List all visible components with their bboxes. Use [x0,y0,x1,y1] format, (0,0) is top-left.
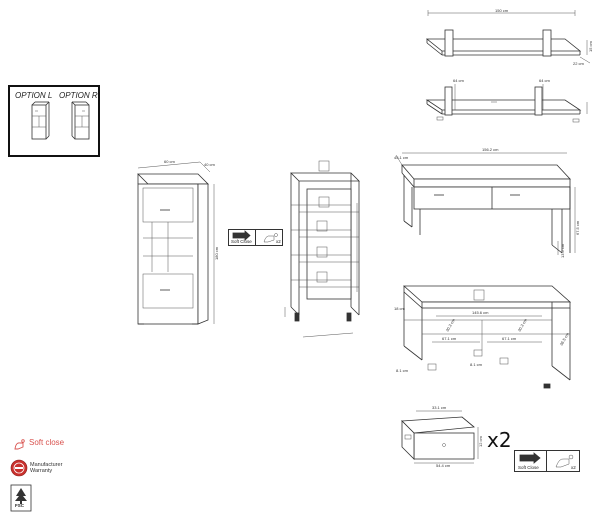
drawer-drawing: 33.1 cm 54.4 cm 12 cm [401,405,483,468]
soft-close-badge-count: x2 [276,239,281,244]
tv-leg-small-label-2: 8.1 cm [470,362,483,367]
soft-close-badge-cell: Soft Close [229,230,256,245]
shelf-width-label: 150 cm [495,8,509,13]
hand-push-icon [263,233,278,243]
soft-close-badge-label: Soft Close [231,239,252,244]
tall-cabinet-drawing: 60 cm 40 cm 180 cm [137,159,219,325]
soft-close-badge-label-bottom: Soft Close [518,465,539,470]
drawer-height-label: 12 cm [478,435,483,447]
tv-inner-side-label: 36.5 cm [559,331,571,346]
soft-close-logo: Soft close [12,438,92,452]
fsc-text: FSC [15,503,24,508]
tv-leg-label: 13.5 cm [560,243,565,258]
shelf-height-label: 15 cm [588,40,593,52]
tv-leg-small-label: 8.1 cm [396,368,409,373]
tv-unit-inner-drawing: 145.6 cm 67.1 cm 67.1 cm 30.3 cm 30.3 cm… [394,285,572,389]
tv-inner-h1-label: 30.3 cm [445,317,457,332]
tv-inner-a-label: 67.1 cm [442,336,457,341]
shelf-side-b-label: 64 cm [539,78,551,83]
warranty-line-1: Manufacturer [30,462,63,468]
soft-close-logo-text: Soft close [29,438,65,447]
cabinet-width-label: 60 cm [164,159,176,164]
shelf-depth-label: 22 cm [573,61,585,66]
wall-shelf-bottom-drawing: 64 cm 64 cm [425,78,588,123]
tv-unit-drawing: 156.2 cm 45.1 cm 67.5 cm 13.5 cm [394,147,580,258]
warranty-line-2: Warranty [30,468,53,474]
open-cabinet-drawing [284,160,360,338]
fsc-logo: FSC [10,484,32,512]
cabinet-depth-label: 40 cm [204,162,216,167]
warranty-seal-icon [10,459,28,477]
multiplier-label: x2 [487,428,512,452]
tv-width-label: 156.2 cm [482,147,499,152]
soft-close-badge-bottom: Soft Close x2 [514,450,580,472]
soft-close-hand-icon [14,439,25,450]
warranty-logo: Manufacturer Warranty [10,459,90,483]
tv-height-label: 67.5 cm [575,220,580,235]
shelf-side-a-label: 64 cm [453,78,465,83]
tv-inner-h2-label: 30.3 cm [517,317,529,332]
tv-top-small-label: 18 cm [394,306,406,311]
fsc-tree-icon [10,484,32,512]
drawer-depth-label: 33.1 cm [432,405,447,410]
wall-shelf-top-drawing: 150 cm 15 cm 22 cm [425,8,593,66]
soft-close-badge-middle: Soft Close x2 [228,229,283,246]
drawer-arrow-icon [232,230,251,241]
drawer-width-label: 54.4 cm [436,463,451,468]
options-box: OPTION L OPTION R [8,85,100,157]
drawer-arrow-icon-bottom [519,452,541,464]
soft-close-badge-cell-bottom: Soft Close [515,451,547,471]
option-l-cabinet [31,101,50,140]
option-r-label: OPTION R [59,91,98,100]
hand-push-icon-bottom [555,454,574,468]
warranty-text: Manufacturer Warranty [30,462,62,474]
soft-close-badge-count-bottom: x2 [571,465,576,470]
option-cabinets-drawing [31,101,90,140]
tv-inner-b-label: 67.1 cm [502,336,517,341]
cabinet-height-label: 180 cm [214,246,219,260]
option-r-cabinet [71,101,90,140]
tv-inner-width-label: 145.6 cm [472,310,489,315]
option-l-label: OPTION L [15,91,53,100]
tv-depth-label: 45.1 cm [394,155,409,160]
